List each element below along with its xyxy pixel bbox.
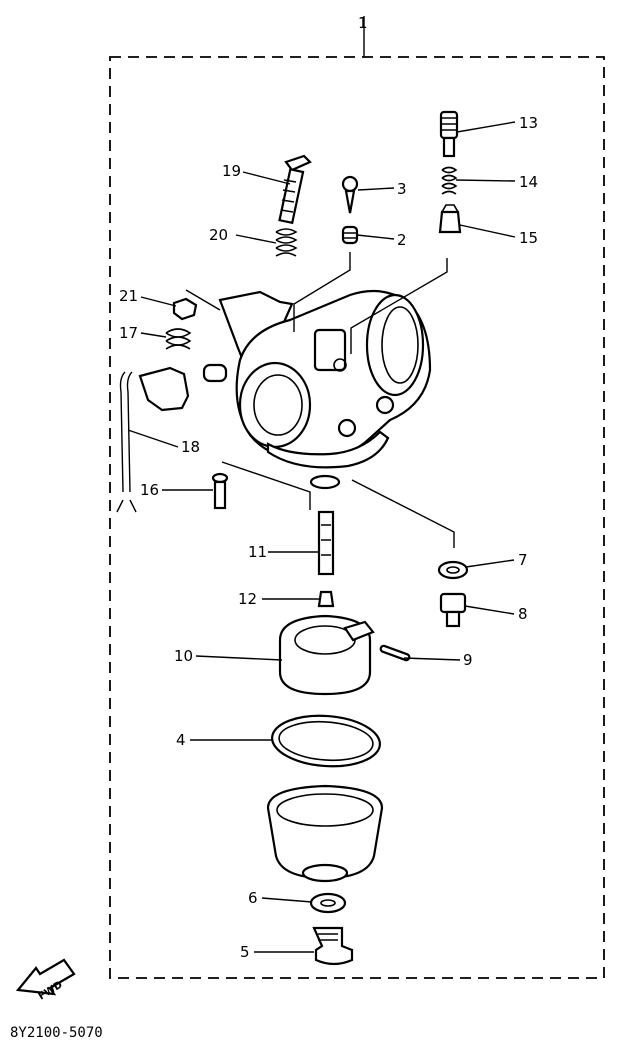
part-19-throttle-stop-screw [278,154,312,225]
part-14-spring [441,166,458,195]
part-16-screw [211,472,229,510]
part-13-valve-seat [439,110,459,158]
leader-13 [456,121,516,133]
label-part-13: 13 [519,114,538,132]
leader-15 [459,224,516,238]
part-4-gasket [271,714,381,768]
leader-19 [242,171,291,185]
part-15-valve [438,204,462,234]
carburetor-body [202,289,432,490]
label-part-12: 12 [238,590,257,608]
part-8-drain-screw [439,592,467,628]
ref-line-upper-left [185,289,221,311]
part-18-starter-assembly [116,366,190,513]
label-part-17: 17 [119,324,138,342]
ref-line-jet [221,461,311,510]
diagram-part-code: 8Y2100-5070 [10,1025,103,1041]
part-6-washer [309,892,347,914]
leader-14 [455,179,516,182]
label-part-5: 5 [240,943,250,961]
label-part-15: 15 [519,229,538,247]
assembly-boundary [109,56,605,979]
label-part-2: 2 [397,231,407,249]
leader-20 [235,234,277,244]
leader-17 [140,332,167,338]
label-part-9: 9 [463,651,473,669]
part-3-pilot-screw [341,175,359,214]
label-part-18: 18 [181,438,200,456]
leader-7 [465,559,515,568]
label-part-11: 11 [248,543,267,561]
leader-9 [403,657,461,661]
ref-line-drain [351,479,455,548]
leader-6 [261,897,313,903]
leader-10 [195,655,283,661]
ref-line-valve [350,258,448,354]
leader-21 [140,296,177,307]
part-5-drain-plug [312,926,354,966]
float-bowl [266,784,384,883]
label-part-8: 8 [518,605,528,623]
label-part-4: 4 [176,731,186,749]
label-part-6: 6 [248,889,258,907]
label-part-20: 20 [209,226,228,244]
part-10-float [278,614,375,696]
label-part-14: 14 [519,173,538,191]
label-part-3: 3 [397,180,407,198]
part-11-needle-jet [317,510,335,576]
part-20-spring [275,228,298,257]
part-21-cap [172,297,198,321]
label-part-7: 7 [518,551,528,569]
leader-2 [356,234,395,240]
leader-18 [127,429,179,448]
label-part-21: 21 [119,287,138,305]
assembly-number-label: 1 [358,14,368,32]
part-2-spring [341,225,359,245]
leader-3 [357,187,395,191]
part-12-main-jet [317,590,335,608]
label-part-16: 16 [140,481,159,499]
part-7-washer [437,560,469,580]
leader-8 [464,605,515,615]
part-17-spring [165,328,192,350]
ref-line-pilot [293,252,351,332]
fwd-arrow-icon: FWD [15,958,76,1003]
label-part-19: 19 [222,162,241,180]
label-part-10: 10 [174,647,193,665]
